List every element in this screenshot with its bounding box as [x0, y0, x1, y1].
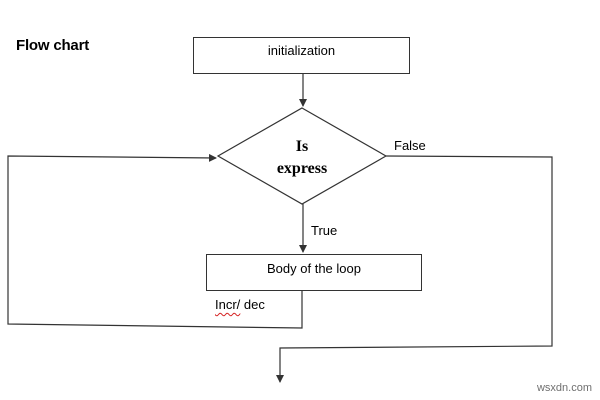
- incr-dec-label: Incr/ dec: [215, 297, 265, 312]
- dec-label: dec: [243, 297, 265, 312]
- loop-body-label: Body of the loop: [267, 261, 361, 276]
- false-exit-path: [276, 155, 553, 383]
- watermark: wsxdn.com: [536, 382, 592, 394]
- flowchart-title: Flow chart: [16, 37, 90, 54]
- decision-diamond: [216, 107, 388, 205]
- false-label: False: [394, 138, 426, 153]
- true-label: True: [311, 223, 338, 238]
- initialization-box: initialization: [193, 37, 410, 74]
- incr-label: Incr/: [215, 297, 241, 312]
- loop-back-path: [7, 153, 303, 329]
- decision-label-line2: express: [276, 160, 328, 177]
- initialization-label: initialization: [267, 43, 336, 58]
- decision-label-line1: Is: [295, 138, 309, 155]
- loop-body-box: Body of the loop: [206, 254, 422, 291]
- decision-label: Is express: [260, 136, 344, 180]
